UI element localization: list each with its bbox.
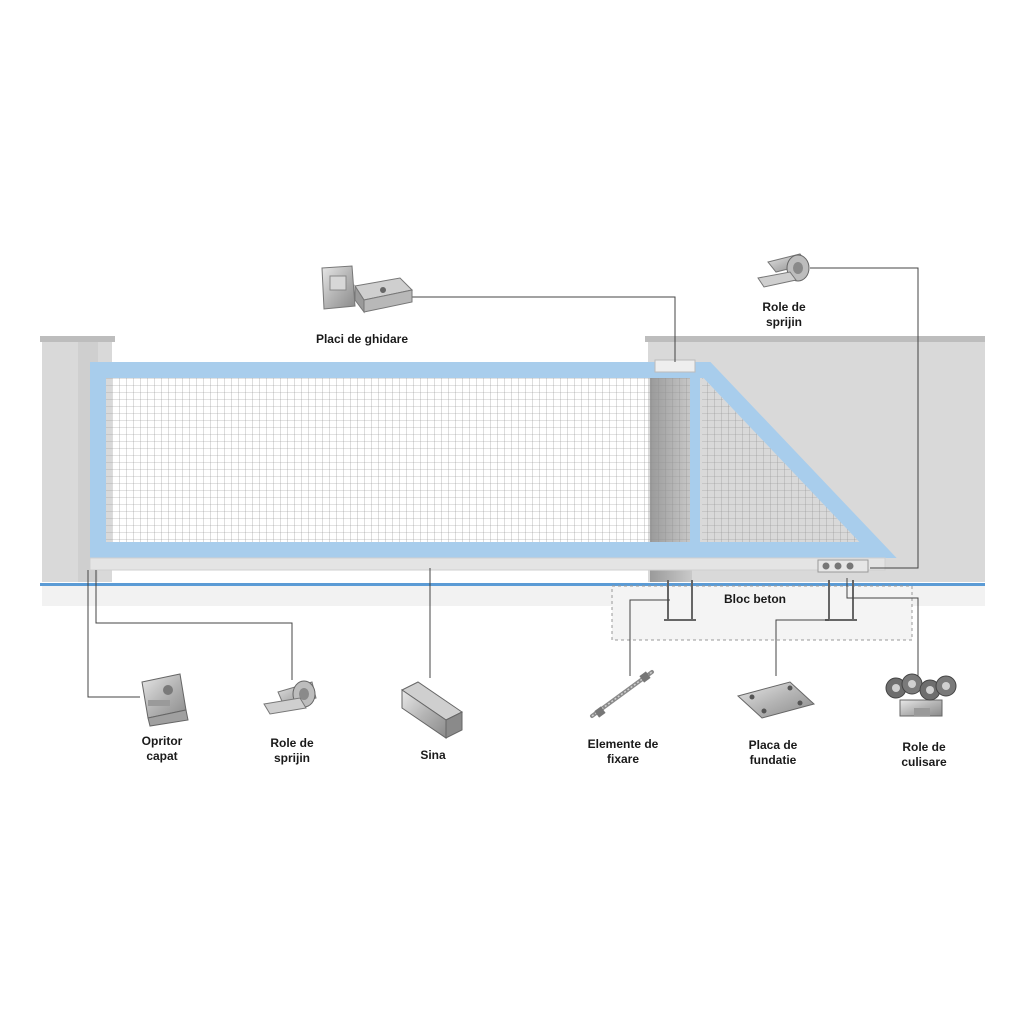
label-elemente-fixare: Elemente de fixare [570,737,676,767]
support-roller-icon-bottom [263,680,317,715]
label-placi-de-ghidare: Placi de ghidare [300,332,424,347]
label-placa-fundatie: Placa de fundatie [730,738,816,768]
label-line-2: sprijin [273,751,310,765]
sliding-carriage-icon [885,673,957,717]
label-line-1: Elemente de [587,737,659,751]
label-line-1: Role de [270,736,314,750]
label-role-sprijin-bottom: Role de sprijin [252,736,332,766]
label-role-sprijin-top: Role de sprijin [744,300,824,330]
label-sina: Sina [400,748,466,763]
label-text: Placi de ghidare [315,332,409,346]
label-line-2: fundatie [749,753,797,767]
label-line-2: sprijin [765,315,802,329]
carriage-under-gate [817,559,869,573]
end-stop-bracket-icon [141,673,189,727]
rail-profile-icon [401,681,463,739]
support-roller-icon [757,253,810,288]
label-line-2: capat [146,749,178,763]
label-line-1: Role de [762,300,806,314]
label-line-1: Opritor [141,734,183,748]
ground-line [40,583,985,586]
label-line-2: fixare [606,752,640,766]
label-text: Sina [420,748,446,762]
label-bloc-beton: Bloc beton [712,592,798,607]
bottom-rail-strip [89,557,886,571]
label-opritor-capat: Opritor capat [122,734,202,764]
anchor-rod-icon [590,670,654,718]
foundation-plate-icon [736,681,816,719]
label-text: Bloc beton [724,592,786,606]
label-line-2: culisare [901,755,947,769]
gate-frame [90,362,897,558]
guide-plates-icon [321,265,414,314]
label-role-culisare: Role de culisare [884,740,964,770]
label-line-1: Placa de [748,738,798,752]
label-line-1: Role de [902,740,946,754]
gate-mesh [104,377,862,544]
leader-lines [87,267,919,698]
concrete-block-outline [611,585,913,641]
